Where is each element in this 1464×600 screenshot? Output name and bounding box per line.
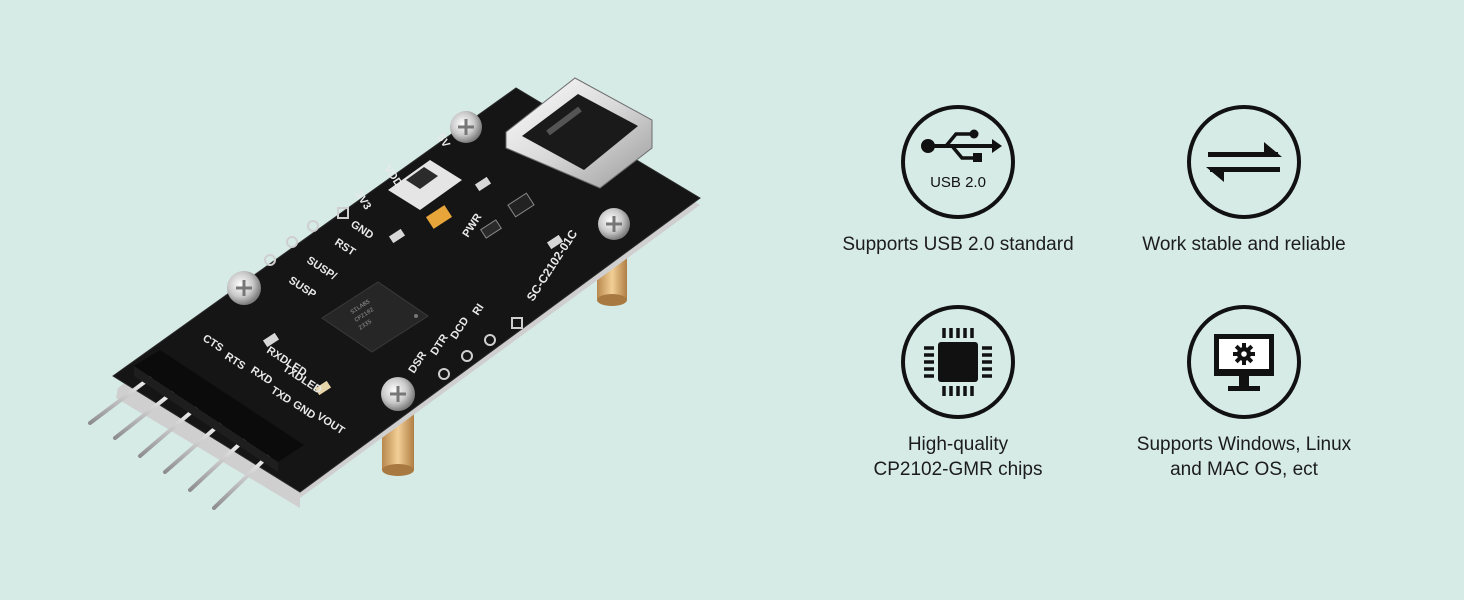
feature-stable-reliable: Work stable and reliable — [1094, 104, 1394, 257]
screw-right — [598, 208, 630, 240]
voltage-switch — [388, 160, 462, 210]
feature-caption: Supports USB 2.0 standard — [808, 232, 1108, 257]
usb-c-connector — [505, 77, 653, 189]
transfer-arrows-icon — [1186, 104, 1302, 220]
chip-icon — [900, 304, 1016, 420]
product-photo-usb-uart-board: SILABS CP2102 2335 — [88, 77, 701, 510]
feature-caption: Supports Windows, Linux and MAC OS, ect — [1094, 432, 1394, 482]
feature-caption: Work stable and reliable — [1094, 232, 1394, 257]
feature-caption: High-quality CP2102-GMR chips — [808, 432, 1108, 482]
usb-icon: USB 2.0 — [900, 104, 1016, 220]
screw-left — [227, 271, 261, 305]
label-ri: RI — [470, 302, 486, 318]
feature-usb-2-0: USB 2.0 Supports USB 2.0 standard — [808, 104, 1108, 257]
monitor-gear-icon — [1186, 304, 1302, 420]
feature-os-support: Supports Windows, Linux and MAC OS, ect — [1094, 304, 1394, 482]
screw-bottom — [381, 377, 415, 411]
usb-version-badge: USB 2.0 — [930, 174, 986, 191]
caption-line: Supports Windows, Linux — [1136, 434, 1352, 455]
caption-line: High-quality — [907, 434, 1009, 455]
cp2102-chip: SILABS CP2102 2335 — [321, 281, 429, 353]
breakout-pads — [264, 207, 523, 380]
screw-top — [450, 111, 482, 143]
caption-line: Supports USB 2.0 standard — [842, 234, 1074, 255]
smd-components — [262, 176, 564, 396]
caption-line: CP2102-GMR chips — [873, 459, 1043, 480]
caption-line: and MAC OS, ect — [1170, 459, 1318, 480]
feature-cp2102-chip: High-quality CP2102-GMR chips — [808, 304, 1108, 482]
pcb — [112, 87, 701, 493]
pin-header — [88, 350, 304, 510]
caption-line: Work stable and reliable — [1142, 234, 1346, 255]
board-illustration: SILABS CP2102 2335 — [88, 77, 701, 510]
